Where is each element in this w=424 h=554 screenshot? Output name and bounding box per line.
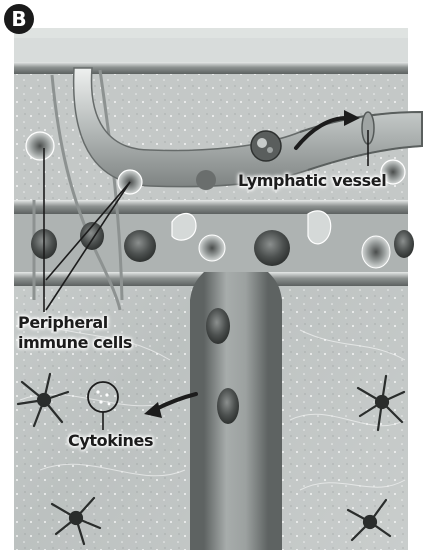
lymph-immune-cell [251, 131, 281, 161]
label-peripheral-line2: immune cells [18, 334, 132, 352]
lymph-small-cell [196, 170, 216, 190]
vessel-wall-lower-right [262, 272, 408, 286]
label-cytokines: Cytokines [68, 432, 153, 450]
vessel-wall-upper [14, 200, 408, 214]
label-lymphatic-vessel: Lymphatic vessel [238, 172, 386, 190]
label-peripheral-line1: Peripheral [18, 314, 108, 332]
panel-label: B [4, 4, 34, 34]
